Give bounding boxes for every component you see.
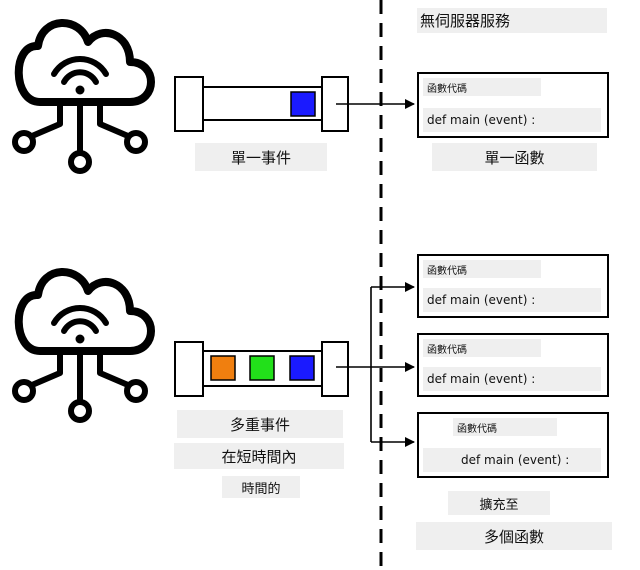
fanout-arrows	[336, 282, 415, 447]
multiple-events-label: 多重事件	[177, 410, 343, 438]
function-box: 函數代碼 def main (event) :	[417, 72, 609, 138]
cloud-icon	[15, 23, 151, 171]
event-queue-multiple	[174, 341, 349, 397]
function-code-title: 函數代碼	[423, 260, 541, 278]
single-event-label: 單一事件	[195, 143, 327, 171]
function-code-line: def main (event) :	[423, 108, 601, 132]
function-code-line: def main (event) :	[423, 448, 601, 472]
function-code-line: def main (event) :	[423, 367, 601, 391]
cloud-icon	[15, 272, 151, 420]
event-square	[290, 91, 316, 117]
event-square	[210, 355, 236, 381]
event-square	[289, 355, 315, 381]
function-box: 函數代碼 def main (event) :	[417, 412, 609, 478]
single-function-label: 單一函數	[432, 143, 597, 171]
function-code-title: 函數代碼	[423, 78, 541, 96]
function-code-title: 函數代碼	[453, 418, 557, 436]
multiple-functions-label: 多個函數	[416, 522, 612, 550]
time-label: 時間的	[222, 476, 300, 498]
function-box: 函數代碼 def main (event) :	[417, 254, 609, 318]
event-square	[249, 355, 275, 381]
function-code-line: def main (event) :	[423, 288, 601, 312]
short-time-label: 在短時間內	[174, 443, 344, 469]
serverless-service-title: 無伺服器服務	[417, 8, 607, 33]
function-box: 函數代碼 def main (event) :	[417, 333, 609, 397]
event-queue-single	[174, 76, 349, 132]
function-code-title: 函數代碼	[423, 339, 541, 357]
scale-to-label: 擴充至	[448, 491, 550, 515]
